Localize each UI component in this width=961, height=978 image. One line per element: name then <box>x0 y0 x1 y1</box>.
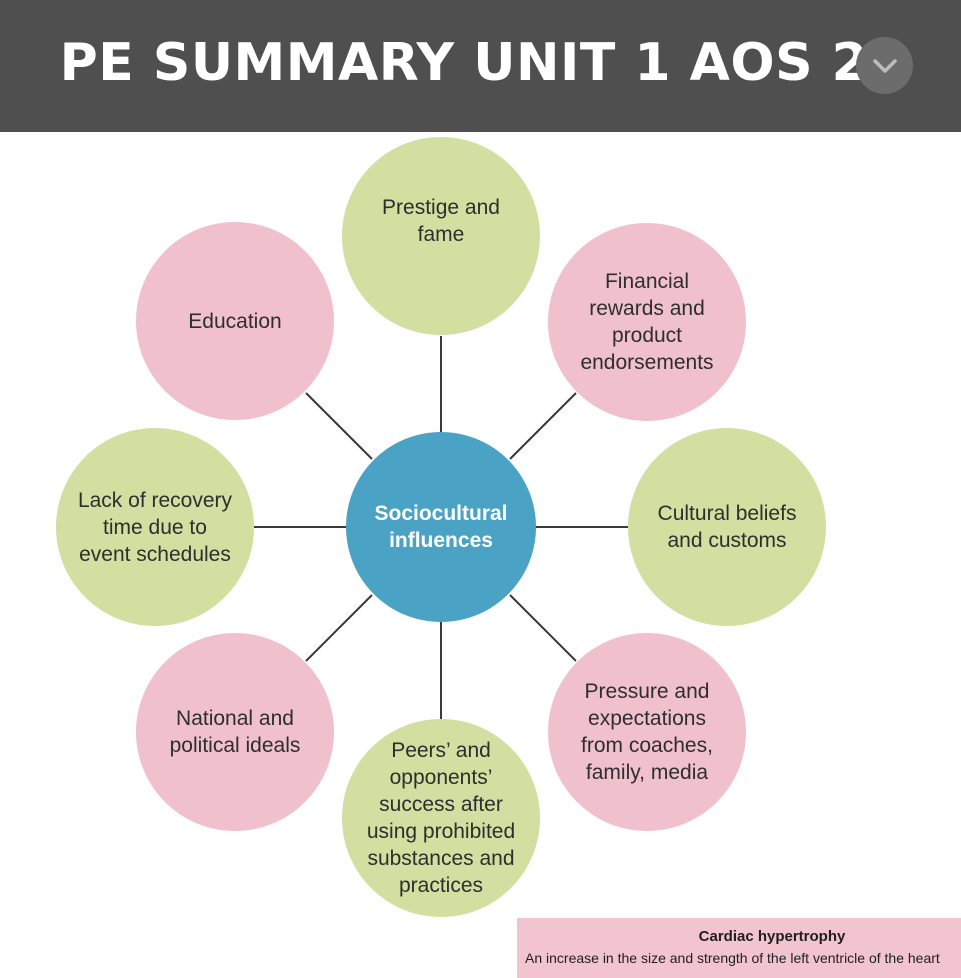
node-text: Cultural beliefs <box>657 502 797 525</box>
cardiac-hypertrophy-box: Cardiac hypertrophy An increase in the s… <box>517 918 961 978</box>
document-title: PE SUMMARY UNIT 1 AOS 2 <box>59 33 869 93</box>
document-header: PE SUMMARY UNIT 1 AOS 2 <box>0 0 961 132</box>
node-text: Education <box>188 309 282 333</box>
center-label-line: influences <box>389 529 493 552</box>
node-text: political ideals <box>169 734 301 757</box>
node-text: product <box>611 324 683 347</box>
node-prestige: Prestige and fame <box>342 137 540 335</box>
node-text: success after <box>379 793 503 816</box>
cardiac-title: Cardiac hypertrophy <box>698 928 846 945</box>
connector-financial <box>509 392 577 460</box>
node-text: from coaches, <box>581 734 713 757</box>
expand-toggle-button[interactable] <box>856 37 913 94</box>
center-label-line: Sociocultural <box>374 502 508 525</box>
node-text: using prohibited <box>366 820 516 843</box>
cardiac-body: An increase in the size and strength of … <box>525 950 940 966</box>
node-pressure: Pressure and expectations from coaches, … <box>548 633 746 831</box>
node-text: rewards and <box>589 297 705 320</box>
node-text: Pressure and <box>584 680 710 703</box>
node-text: event schedules <box>79 542 231 566</box>
node-education: Education <box>136 222 334 420</box>
connector-pressure <box>509 594 577 662</box>
node-text: substances and <box>367 847 515 870</box>
node-text: practices <box>398 874 484 897</box>
node-recovery: Lack of recovery time due to event sched… <box>56 428 254 626</box>
node-text: expectations <box>588 707 706 730</box>
node-text: family, media <box>585 761 709 784</box>
node-text: Peers’ and <box>391 739 491 762</box>
node-text: Lack of recovery <box>77 488 233 512</box>
node-text: National and <box>176 707 294 730</box>
node-text: fame <box>417 223 465 246</box>
node-text: time due to <box>103 515 207 539</box>
node-text: Prestige and <box>382 196 500 219</box>
node-financial: Financial rewards and product endorsemen… <box>548 223 746 421</box>
node-text: endorsements <box>580 351 714 374</box>
node-text: and customs <box>667 529 787 552</box>
chevron-down-icon <box>872 58 897 73</box>
node-cultural: Cultural beliefs and customs <box>628 428 826 626</box>
connector-education <box>305 392 373 460</box>
node-text: Financial <box>604 270 690 293</box>
center-node-sociocultural: Sociocultural influences <box>346 432 536 622</box>
node-national: National and political ideals <box>136 633 334 831</box>
node-peers: Peers’ and opponents’ success after usin… <box>342 719 540 917</box>
connector-national <box>305 594 373 662</box>
node-text: opponents’ <box>389 766 493 789</box>
